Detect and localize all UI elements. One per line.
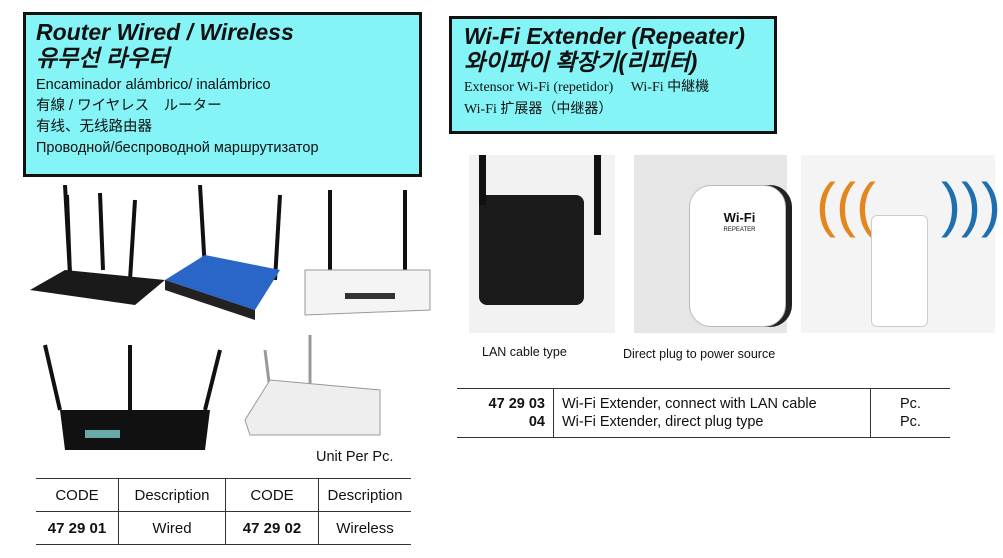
extender-chinese: Wi-Fi 扩展器（中继器） [464, 102, 613, 117]
router-japanese: 有線 / ワイヤレス ルーター [36, 98, 222, 114]
router-chinese: 有线、无线路由器 [36, 119, 152, 135]
code-cell: 47 29 03 [457, 388, 554, 413]
extender-title-box: Wi-Fi Extender (Repeater) 와이파이 확장기(리피터) … [449, 16, 777, 134]
router-image-2 [165, 185, 282, 320]
table-header-row: CODE Description CODE Description [36, 478, 411, 512]
header-code: CODE [225, 478, 319, 512]
router-russian: Проводной/беспроводной маршрутизатор [36, 140, 319, 156]
router-image-4 [43, 344, 222, 450]
router-images [30, 185, 431, 450]
router-title-box: Router Wired / Wireless 유무선 라우터 Encamina… [23, 12, 422, 177]
router-spanish: Encaminador alámbrico/ inalámbrico [36, 77, 271, 93]
caption-lan: LAN cable type [482, 345, 567, 359]
description-cell: Wireless [318, 511, 411, 545]
extender-spanish: Extensor Wi-Fi (repetidor) [464, 80, 614, 95]
extender-title: Wi-Fi Extender (Repeater) [464, 23, 745, 49]
table-row: 04 Wi-Fi Extender, direct plug type Pc. [457, 413, 950, 438]
extender-plug-image: Wi-Fi REPEATER [634, 155, 787, 333]
code-cell: 04 [457, 413, 554, 438]
description-cell: Wi-Fi Extender, connect with LAN cable [553, 388, 871, 413]
extender-lan-image [469, 155, 615, 333]
header-description: Description [118, 478, 226, 512]
router-title: Router Wired / Wireless [36, 19, 294, 45]
unit-cell: Pc. [900, 396, 921, 412]
extender-title-korean: 와이파이 확장기(리피터) [464, 49, 698, 75]
router-image-5 [244, 335, 381, 436]
wifi-logo-text: Wi-Fi [723, 210, 756, 225]
signal-right-icon: ))) [941, 171, 1001, 238]
extender-japanese: Wi-Fi 中継機 [630, 80, 710, 95]
caption-plug: Direct plug to power source [623, 347, 776, 361]
extender-table: 47 29 03 Wi-Fi Extender, connect with LA… [457, 388, 950, 438]
header-description: Description [318, 478, 411, 512]
table-row: 47 29 01 Wired 47 29 02 Wireless [36, 511, 411, 545]
router-image-1 [30, 185, 165, 305]
unit-cell: Pc. [900, 414, 921, 430]
router-image-3 [304, 190, 431, 316]
code-cell: 47 29 01 [36, 511, 119, 545]
extender-wireless-image: ((( ))) [801, 155, 1001, 333]
unit-label: Unit Per Pc. [316, 449, 394, 465]
router-table: CODE Description CODE Description 47 29 … [36, 478, 411, 545]
header-code: CODE [36, 478, 119, 512]
code-cell: 47 29 02 [225, 511, 319, 545]
repeater-logo-text: REPEATER [723, 227, 756, 233]
signal-left-icon: ((( [816, 171, 876, 238]
router-title-korean: 유무선 라우터 [36, 45, 170, 71]
description-cell: Wi-Fi Extender, direct plug type [553, 413, 871, 438]
table-row: 47 29 03 Wi-Fi Extender, connect with LA… [457, 388, 950, 413]
description-cell: Wired [118, 511, 226, 545]
